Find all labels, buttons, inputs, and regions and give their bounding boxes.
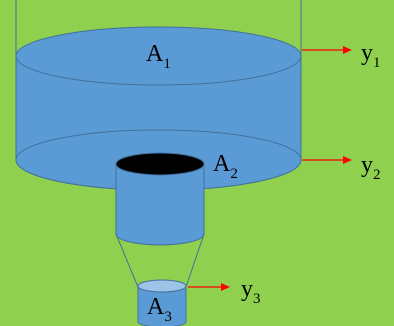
connector-left	[115, 233, 139, 288]
arrow-y2	[302, 156, 352, 164]
arrow-y3	[188, 283, 230, 291]
middle-cylinder	[115, 152, 205, 246]
label-a1: A1	[146, 41, 171, 72]
arrow-y1	[302, 46, 352, 54]
label-y3: y3	[241, 276, 261, 307]
label-a3: A3	[147, 294, 172, 325]
opening-a2	[115, 152, 205, 176]
middle-cylinder-body	[115, 163, 205, 246]
small-cylinder-top	[137, 279, 187, 293]
label-a2: A2	[213, 151, 238, 182]
small-cylinder-body	[137, 286, 187, 326]
large-tank-top	[15, 26, 302, 86]
label-y2: y2	[361, 152, 381, 183]
connector-right	[185, 233, 205, 288]
small-cylinder	[137, 279, 187, 326]
large-tank	[15, 26, 302, 191]
label-y1: y1	[361, 40, 381, 71]
